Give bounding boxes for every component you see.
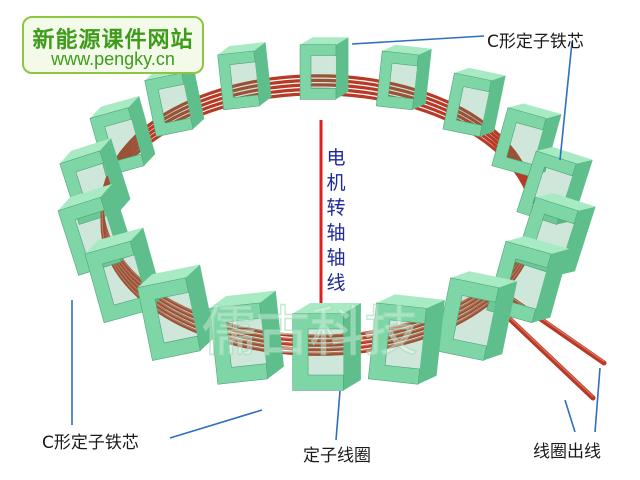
core-top bbox=[535, 193, 596, 211]
core-gap bbox=[504, 258, 548, 309]
leader-line bbox=[351, 35, 485, 45]
c-core bbox=[367, 294, 445, 385]
core-top bbox=[84, 227, 144, 254]
leader-line bbox=[335, 390, 341, 441]
core-gap bbox=[102, 255, 146, 306]
leader-line bbox=[564, 399, 576, 433]
core-top bbox=[376, 294, 445, 309]
stator-cores-back bbox=[59, 37, 593, 225]
c-core bbox=[299, 37, 349, 100]
label-core-bottom: C形定子铁芯 bbox=[42, 433, 139, 453]
core-gap bbox=[226, 318, 267, 368]
c-core bbox=[209, 290, 284, 385]
core-side bbox=[557, 206, 596, 276]
c-core bbox=[137, 264, 215, 361]
leader-line bbox=[169, 409, 263, 439]
core-gap bbox=[388, 63, 418, 99]
lead-wire bbox=[495, 305, 596, 401]
core-gap bbox=[453, 295, 496, 346]
core-gap bbox=[385, 319, 425, 370]
c-core bbox=[144, 62, 205, 137]
core-front bbox=[375, 50, 419, 111]
core-side bbox=[343, 302, 361, 391]
stator-cores-front bbox=[57, 183, 596, 391]
core-side bbox=[412, 48, 432, 110]
core-top bbox=[137, 264, 200, 288]
core-front bbox=[137, 277, 201, 361]
core-side bbox=[99, 138, 131, 212]
c-core bbox=[84, 227, 163, 324]
core-front bbox=[442, 72, 492, 137]
core-top bbox=[89, 96, 140, 119]
c-core bbox=[435, 271, 518, 361]
core-side bbox=[335, 37, 349, 100]
core-gap bbox=[506, 122, 543, 165]
leader-line bbox=[559, 41, 573, 161]
core-top bbox=[450, 271, 518, 288]
logo-title: 新能源课件网站 bbox=[32, 28, 194, 53]
core-side bbox=[253, 42, 272, 106]
core-front bbox=[217, 50, 261, 111]
core-top bbox=[209, 290, 276, 309]
core-gap bbox=[310, 55, 336, 89]
core-top bbox=[536, 146, 593, 164]
core-gap bbox=[155, 292, 198, 343]
core-top bbox=[507, 103, 562, 119]
core-front bbox=[84, 240, 150, 324]
c-core bbox=[375, 44, 432, 111]
label-core-top: C形定子铁芯 bbox=[487, 32, 584, 52]
core-front bbox=[435, 277, 499, 361]
core-gap bbox=[456, 86, 489, 126]
label-shaft-axis: 电机转轴轴线 bbox=[326, 147, 346, 294]
core-side bbox=[185, 264, 215, 351]
c-core bbox=[217, 42, 272, 111]
c-core bbox=[442, 67, 506, 137]
core-side bbox=[418, 299, 445, 385]
core-front bbox=[209, 302, 269, 385]
core-side bbox=[259, 290, 284, 379]
core-gap bbox=[308, 328, 344, 376]
core-top bbox=[217, 42, 266, 55]
core-top bbox=[300, 37, 349, 45]
leader-lines bbox=[71, 35, 601, 441]
lead-wire-highlight bbox=[502, 291, 605, 362]
core-top bbox=[59, 138, 112, 164]
label-coil-out: 线圈出线 bbox=[533, 442, 601, 462]
core-gap bbox=[229, 61, 259, 98]
core-side bbox=[128, 96, 156, 166]
core-front bbox=[144, 72, 194, 137]
logo-url: www.pengky.cn bbox=[51, 49, 175, 69]
core-side bbox=[483, 281, 518, 361]
core-front bbox=[491, 107, 547, 177]
core-top bbox=[382, 44, 432, 55]
watermark-text: 儒古科技 bbox=[202, 300, 418, 363]
core-front bbox=[292, 313, 344, 391]
core-top bbox=[454, 67, 506, 81]
site-logo: 新能源课件网站 www.pengky.cn bbox=[22, 16, 204, 74]
core-side bbox=[479, 75, 506, 137]
core-gap bbox=[158, 84, 191, 124]
core-top bbox=[292, 302, 361, 314]
core-side bbox=[181, 62, 205, 130]
core-front bbox=[299, 44, 337, 100]
label-coil: 定子线圈 bbox=[303, 446, 371, 466]
core-side bbox=[531, 248, 570, 323]
c-core bbox=[292, 302, 361, 391]
core-top bbox=[57, 183, 113, 211]
core-front bbox=[367, 302, 427, 385]
lead-wire-highlight bbox=[497, 306, 594, 397]
leader-line bbox=[594, 367, 601, 433]
core-top bbox=[505, 236, 570, 254]
